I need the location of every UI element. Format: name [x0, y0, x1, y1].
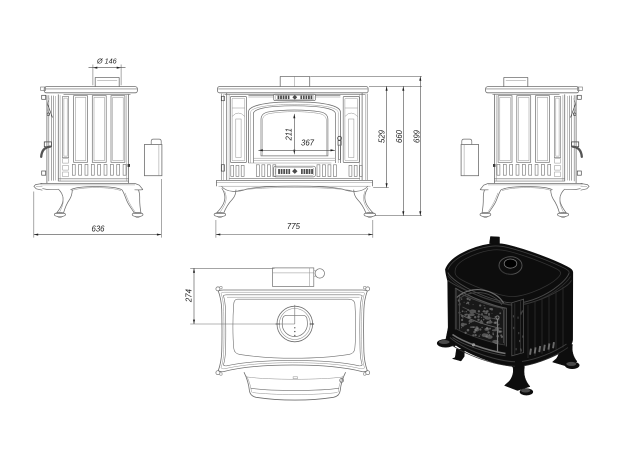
- svg-text:529: 529: [378, 129, 387, 143]
- svg-text:274: 274: [184, 288, 193, 303]
- svg-text:699: 699: [413, 129, 422, 143]
- svg-text:636: 636: [91, 224, 105, 233]
- svg-text:211: 211: [285, 128, 294, 141]
- svg-text:775: 775: [287, 222, 301, 231]
- svg-text:660: 660: [395, 129, 404, 143]
- svg-text:Ø 146: Ø 146: [96, 57, 117, 66]
- svg-text:367: 367: [301, 138, 315, 147]
